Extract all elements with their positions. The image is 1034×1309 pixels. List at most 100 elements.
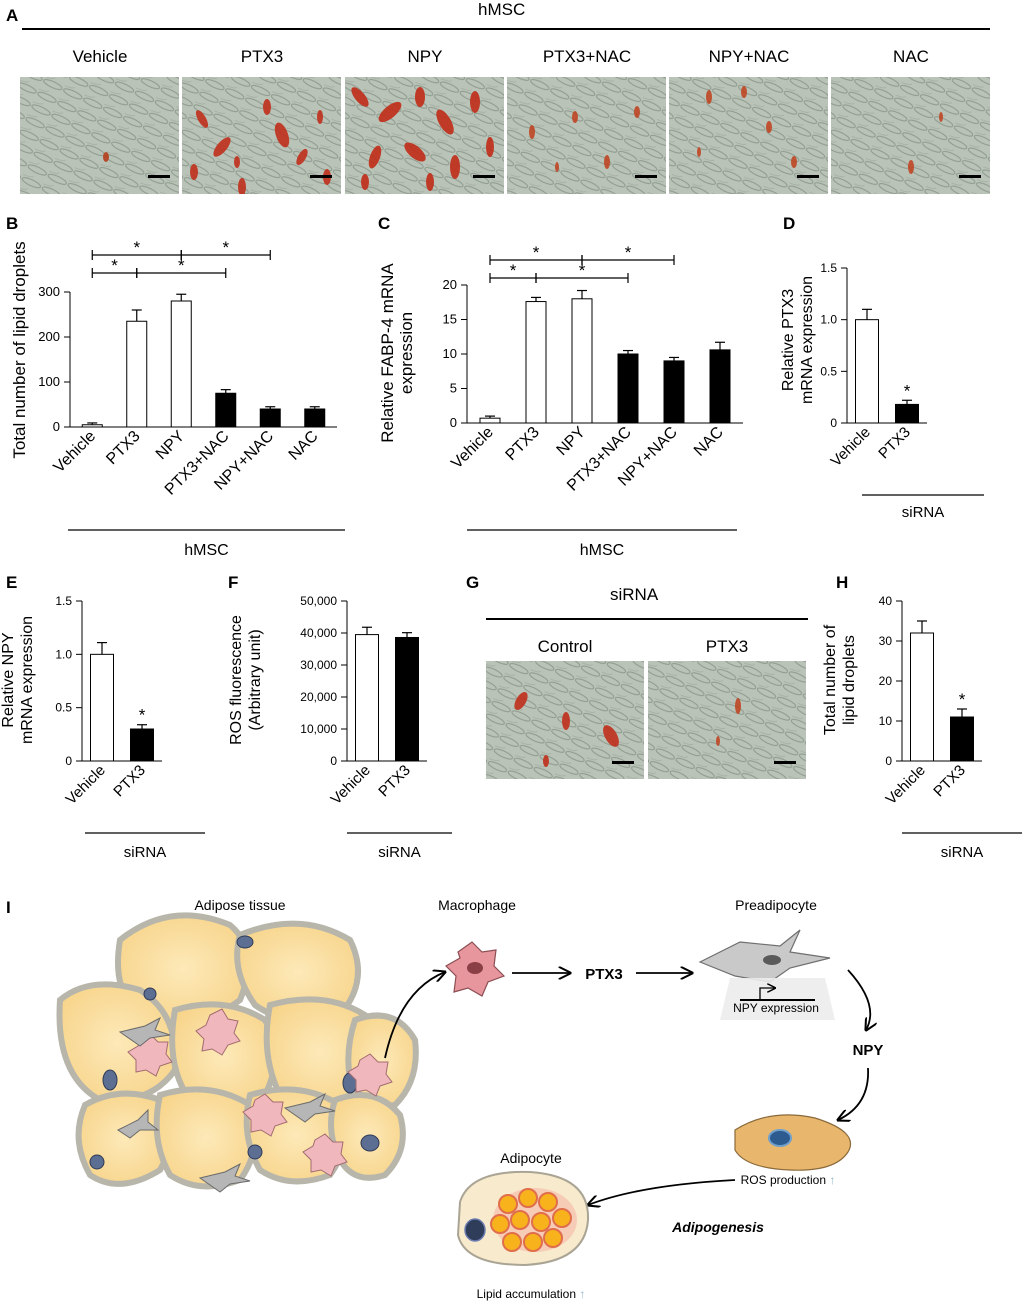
y-tick-label-c: 10 [443,346,457,361]
bar-b [215,392,237,428]
col-label-ptx3: PTX3 [240,47,284,66]
panel-label-h: H [836,573,849,592]
y-tick-label-f: 50,000 [300,594,337,608]
adipogenesis-diagram: Adipose tissue Macrophage PTX3 NPY expre… [56,897,884,1301]
bar-b [126,320,148,428]
bar-e [90,653,114,762]
sig-star-c: * [579,261,586,280]
micrograph-vehicle [20,77,179,194]
y-tick-label-f: 0 [330,754,337,768]
panel-label-e: E [6,573,18,592]
arrow-to-macrophage [384,972,445,1059]
y-tick-label-h: 20 [879,674,893,688]
x-tick-label-e: Vehicle [63,762,109,808]
x-tick-label-b: PTX3 [103,428,143,468]
promoter-arrow [759,988,775,1000]
arrow-to-adipocyte [588,1179,736,1205]
ros-cell-icon [734,1114,852,1171]
x-tick-label-c: NAC [691,424,727,460]
x-tick-label-c: Vehicle [448,424,497,473]
y-tick-label-b: 200 [38,329,60,344]
y-tick-label-e: 1.5 [55,594,72,608]
bar-c [525,301,547,424]
panel-g-header-line [486,618,808,620]
y-tick-label-b: 100 [38,374,60,389]
bar-f [355,634,379,762]
label-npy: NPY [853,1042,884,1059]
adipose-tissue-cluster [56,912,419,1193]
y-tick-label-h: 10 [879,714,893,728]
y-tick-label-e: 1.0 [55,647,72,661]
y-axis-label-c: Relative FABP-4 mRNAexpression [378,263,416,443]
x-tick-label-h: Vehicle [883,762,929,808]
g-col-label-ptx3: PTX3 [705,637,749,656]
ros-up-arrow-icon: ↑ [829,1173,835,1187]
y-tick-label-c: 15 [443,312,457,327]
bar-c [617,353,639,424]
panel-label-c: C [378,214,391,233]
bar-f [395,636,419,762]
sig-star-b: * [178,256,185,275]
label-adipocyte: Adipocyte [500,1150,562,1166]
x-tick-label-c: NPY [554,424,590,460]
sig-star-b: * [222,238,229,257]
group-label-b: hMSC [184,542,228,559]
panel-label-f: F [228,573,239,592]
x-tick-label-h: PTX3 [930,762,969,801]
macrophage-icon [445,941,506,997]
y-tick-label-d: 0.5 [820,364,837,378]
micrograph-sirna-ptx3 [648,661,806,779]
sig-star-c: * [510,261,517,280]
x-tick-label-b: NPY [153,428,189,464]
col-label-npy: NPY [407,47,443,66]
label-ptx3: PTX3 [585,966,623,983]
col-label-vehicle: Vehicle [72,47,128,66]
group-label-d: siRNA [902,504,945,521]
micrograph-npy [345,77,504,194]
panel-label-b: B [6,214,19,233]
label-adipose-tissue: Adipose tissue [194,897,285,913]
x-tick-label-b: Vehicle [51,428,100,477]
significance-star-e: * [139,706,146,725]
arrow-to-npy [847,969,870,1030]
bar-b [81,424,103,428]
micrograph-ptx3-nac [507,77,666,194]
label-macrophage: Macrophage [438,897,516,913]
y-axis-label-f: ROS fluorescence(Arbitrary unit) [228,615,264,745]
sig-star-c: * [533,243,540,262]
y-tick-label-f: 40,000 [300,626,337,640]
micrograph-ptx3 [182,77,341,194]
label-npy-expression: NPY expression [733,1001,819,1015]
preadipocyte-icon [698,929,831,983]
g-col-label-control: Control [537,637,593,656]
sig-star-c: * [625,243,632,262]
y-tick-label-f: 30,000 [300,658,337,672]
bar-c [663,360,685,424]
bar-b [304,408,326,428]
col-label-npy-nac: NPY+NAC [708,47,790,66]
group-label-c: hMSC [580,542,624,559]
significance-star-h: * [959,690,966,709]
y-tick-label-f: 10,000 [300,722,337,736]
y-tick-label-e: 0 [65,754,72,768]
bar-b [259,408,281,428]
x-tick-label-f: Vehicle [328,762,374,808]
y-tick-label-d: 1.0 [820,313,837,327]
col-label-nac: NAC [893,47,929,66]
y-tick-label-h: 30 [879,634,893,648]
group-label-h: siRNA [941,844,984,861]
label-preadipocyte: Preadipocyte [735,897,817,913]
lipid-up-arrow-icon: ↑ [579,1287,585,1301]
bar-d [855,319,879,424]
bar-h [910,632,934,762]
x-tick-label-b: NAC [286,428,322,464]
bar-h [950,716,974,762]
bar-d [895,403,919,424]
panel-label-a: A [6,6,19,25]
